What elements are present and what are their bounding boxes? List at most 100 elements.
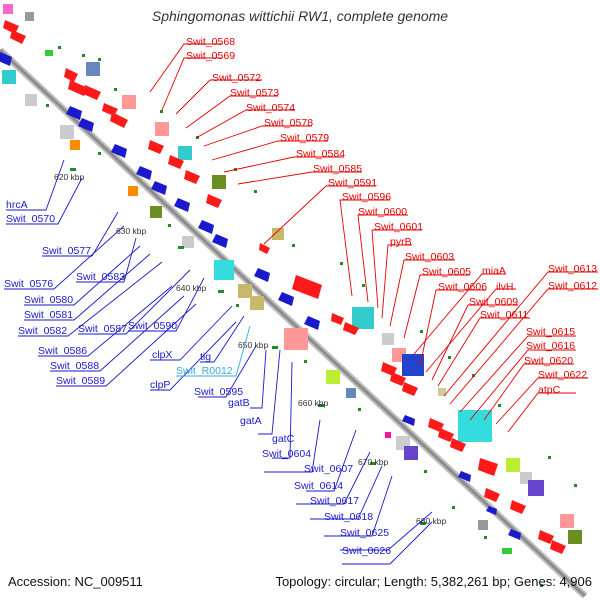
rna-callout-line — [176, 325, 251, 377]
tick-label: 620 kbp — [54, 172, 85, 182]
gene-label: Swit_0574 — [246, 102, 295, 114]
tick-mark — [272, 346, 278, 349]
reverse-labels: hrcA Swit_0570 Swit_0577 Swit_0576 Swit_… — [4, 199, 391, 557]
forward-labels: Swit_0568 Swit_0569 Swit_0572 Swit_0573 … — [186, 36, 597, 396]
gene-label: Swit_0600 — [358, 206, 407, 218]
feature-arrow — [198, 220, 214, 234]
tick-mark — [218, 290, 224, 293]
gene-label: Swit_0585 — [313, 163, 362, 175]
feature-arrow — [402, 415, 415, 426]
feature-arrow — [508, 529, 521, 540]
gene-label: Swit_0616 — [526, 340, 575, 352]
gene-label: Swit_0569 — [186, 50, 235, 62]
gene-label: Swit_0586 — [38, 345, 87, 357]
gene-label: Swit_0601 — [374, 221, 423, 233]
gene-label: Swit_0612 — [548, 280, 597, 292]
feature-block — [178, 146, 192, 160]
gene-label: tig — [200, 351, 211, 363]
feature-block — [346, 388, 356, 398]
gene-label: Swit_0583 — [76, 271, 125, 283]
feature-block — [382, 333, 394, 345]
gene-label: Swit_0587 — [78, 323, 127, 335]
feature-arrow — [148, 140, 164, 154]
feature-arrow — [486, 506, 497, 515]
feature-arrow — [292, 275, 322, 299]
feature-arrow — [64, 68, 78, 82]
gene-label: gatC — [272, 433, 295, 445]
tick-label: 650 kbp — [238, 340, 269, 350]
feature-arrow — [110, 112, 128, 128]
feature-arrow — [278, 292, 294, 306]
tick-mark — [420, 522, 426, 525]
tick-label: 670 kbp — [358, 457, 389, 467]
gene-label: atpC — [538, 384, 561, 396]
gene-label: ilvH — [496, 281, 514, 293]
gene-label: Swit_0589 — [56, 375, 105, 387]
tick-label: 630 kbp — [116, 226, 147, 236]
gene-label: Swit_0591 — [328, 177, 377, 189]
gene-label: Swit_0626 — [342, 545, 391, 557]
gene-label: Swit_0622 — [538, 369, 587, 381]
gene-label: Swit_0603 — [405, 251, 454, 263]
feature-arrow — [68, 80, 88, 96]
tick-label: 640 kbp — [176, 283, 207, 293]
feature-arrow — [168, 155, 184, 169]
feature-arrow — [0, 52, 12, 66]
feature-arrow — [184, 170, 200, 184]
feature-block — [45, 50, 53, 56]
feature-block — [238, 284, 252, 298]
gene-label: Swit_0573 — [230, 87, 279, 99]
feature-arrow — [510, 500, 526, 514]
reverse-callout-lines — [4, 159, 433, 565]
gene-label: Swit_0577 — [42, 245, 91, 257]
feature-block — [25, 94, 37, 106]
feature-block — [155, 122, 169, 136]
gene-label: Swit_0570 — [6, 213, 55, 225]
feature-arrow — [343, 322, 359, 335]
gene-label: Swit_0609 — [469, 296, 518, 308]
feature-block — [3, 4, 13, 14]
feature-arrow — [254, 268, 270, 282]
gene-label: Swit_0580 — [24, 294, 73, 306]
feature-arrow — [174, 198, 190, 212]
gene-label: Swit_0618 — [324, 511, 373, 523]
feature-block — [326, 370, 340, 384]
feature-block — [284, 328, 308, 350]
feature-block — [506, 458, 520, 472]
gene-label: Swit_0620 — [524, 355, 573, 367]
feature-block — [86, 62, 100, 76]
gene-label: Swit_0625 — [340, 527, 389, 539]
feature-arrow — [402, 382, 418, 396]
tick-label: 660 kbp — [298, 398, 329, 408]
feature-arrow — [550, 540, 566, 554]
accession-label: Accession: NC_009511 — [8, 574, 143, 589]
gene-label: Swit_0582 — [18, 325, 67, 337]
gene-label: Swit_0578 — [264, 117, 313, 129]
feature-block — [438, 388, 446, 396]
feature-arrow — [83, 85, 101, 100]
gene-label: Swit_0576 — [4, 278, 53, 290]
tick-mark — [178, 246, 184, 249]
map-title: Sphingomonas wittichii RW1, complete gen… — [151, 8, 449, 24]
genome-backbone — [0, 48, 587, 598]
feature-arrow — [458, 471, 471, 482]
feature-block — [122, 95, 136, 109]
tick-mark — [70, 168, 76, 171]
feature-arrow — [10, 30, 26, 44]
feature-arrow — [102, 103, 118, 116]
gene-label: Swit_0615 — [526, 326, 575, 338]
reverse-strand-features — [0, 52, 521, 554]
gene-label: Swit_0604 — [262, 448, 311, 460]
gene-label: Swit_0611 — [480, 309, 528, 321]
gene-label: gatB — [228, 397, 250, 409]
genome-stats-label: Topology: circular; Length: 5,382,261 bp… — [275, 574, 592, 589]
gene-label: Swit_0572 — [212, 72, 261, 84]
feature-block — [478, 520, 488, 530]
kbp-ticks: 620 kbp 630 kbp 640 kbp 650 kbp 660 kbp … — [54, 168, 447, 526]
feature-block — [272, 228, 284, 240]
feature-block — [150, 206, 162, 218]
gene-label: Swit_0613 — [548, 263, 597, 275]
feature-arrow — [259, 243, 270, 254]
feature-block — [214, 260, 234, 280]
feature-block — [502, 548, 512, 554]
